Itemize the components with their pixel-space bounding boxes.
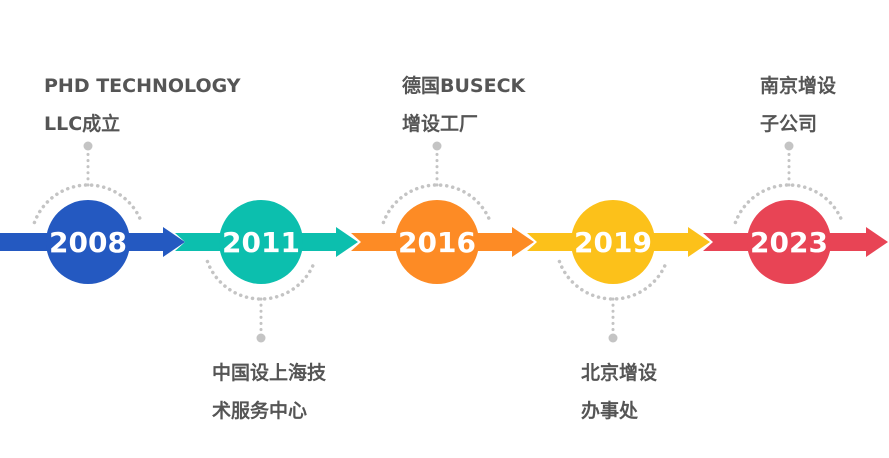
milestone-label-2008: PHD TECHNOLOGY LLC成立 [44,67,241,143]
label-line: 南京增设 [760,75,837,97]
milestone-label-2019: 北京增设 办事处 [581,354,657,430]
label-line: 术服务中心 [212,400,308,422]
dotted-arc [32,183,144,225]
milestone-label-2023: 南京增设 子公司 [760,67,836,143]
year-label: 2008 [49,226,127,259]
milestone-label-2016: 德国BUSECK 增设工厂 [402,67,525,143]
year-circle [46,200,130,284]
connector-dot [784,141,794,151]
year-label: 2016 [398,226,476,259]
connector-dot [432,141,442,151]
dotted-arc [733,183,845,225]
label-line: 北京增设 [581,362,658,384]
label-line: 德国BUSECK [402,75,526,97]
dotted-arc [557,259,669,301]
year-circle [747,200,831,284]
label-line: 子公司 [760,113,818,135]
label-line: 办事处 [581,400,639,422]
year-circle [219,200,303,284]
milestone-label-2011: 中国设上海技 术服务中心 [212,354,326,430]
connector-dot [83,141,93,151]
year-label: 2011 [222,226,300,259]
year-circle [571,200,655,284]
dotted-arc [205,259,317,301]
label-line: 中国设上海技 [212,362,327,384]
year-circle [395,200,479,284]
label-line: PHD TECHNOLOGY [44,75,241,97]
year-label: 2023 [750,226,828,259]
dotted-arc [381,183,493,225]
connector-dot [256,333,266,343]
label-line: LLC成立 [44,113,121,135]
connector-dot [608,333,618,343]
label-line: 增设工厂 [402,113,479,135]
year-label: 2019 [574,226,652,259]
